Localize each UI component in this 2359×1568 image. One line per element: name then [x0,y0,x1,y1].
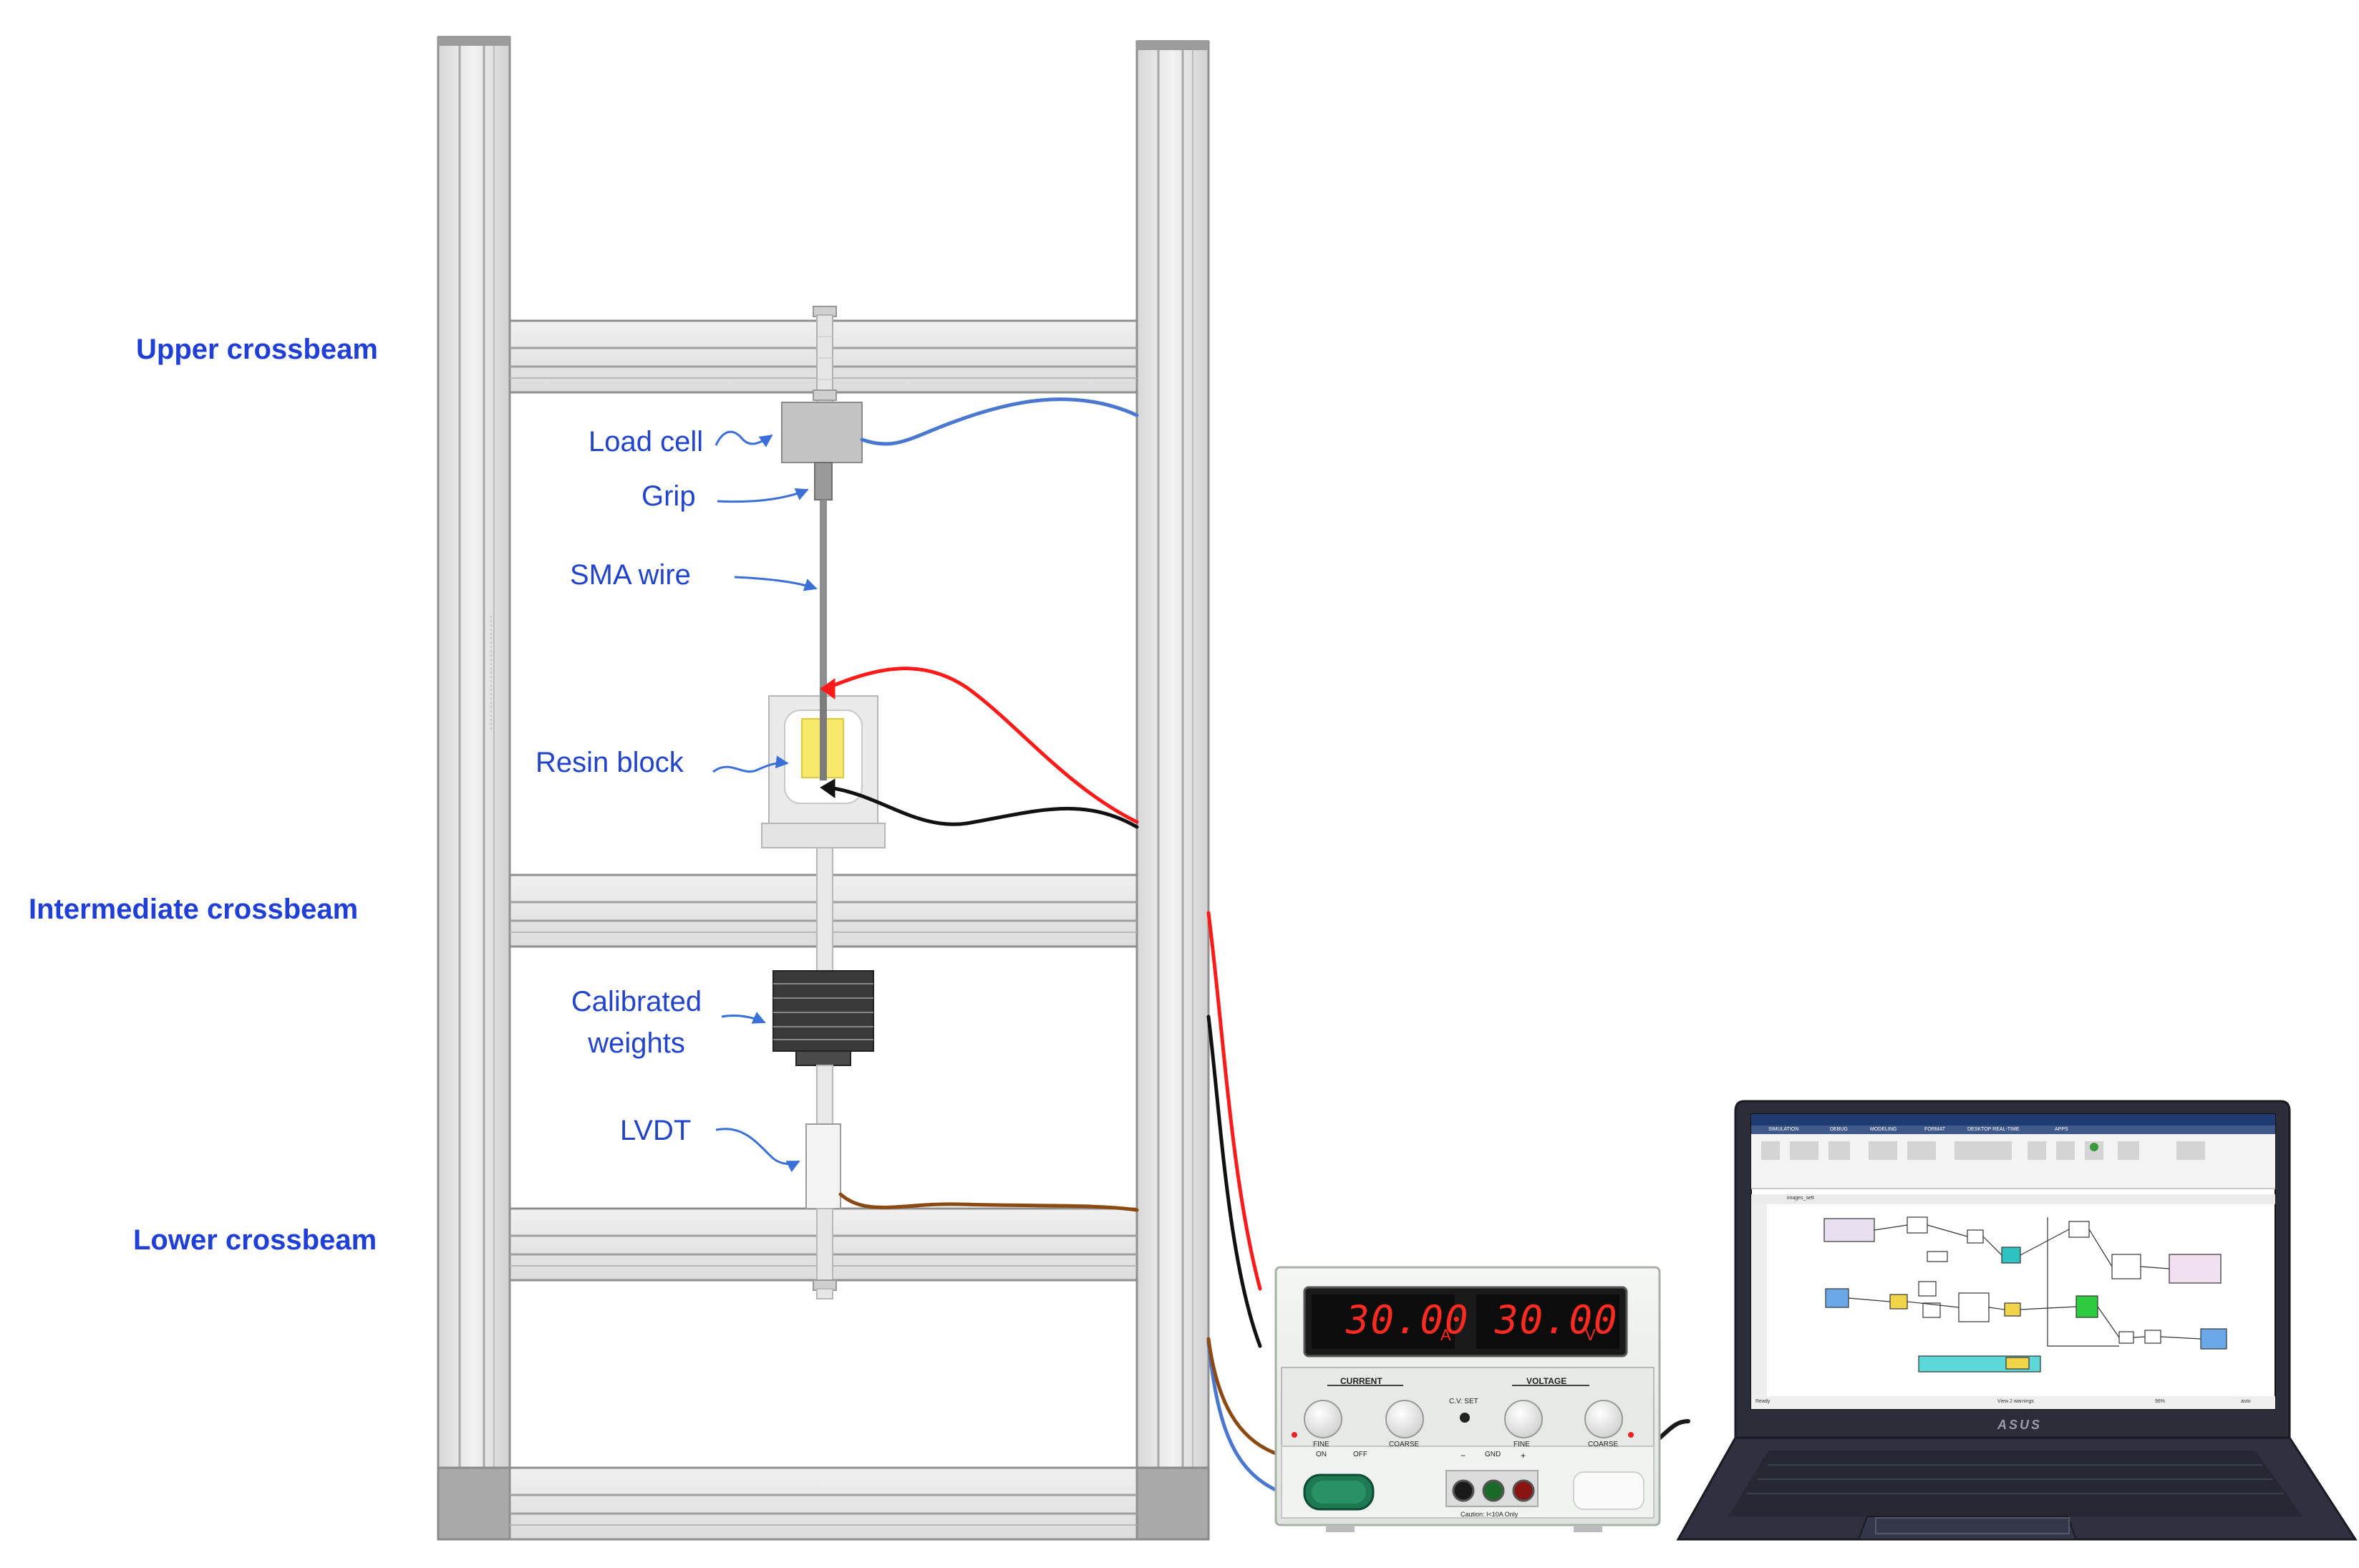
tab-modeling[interactable]: MODELING [1870,1127,1897,1132]
lvdt [805,1123,841,1209]
current-display: 30.00 [1346,1297,1470,1342]
knob-icon[interactable] [1584,1400,1623,1438]
current-fine-label: FINE [1313,1441,1329,1448]
terminal-icon[interactable] [1482,1479,1505,1502]
off-label: OFF [1353,1451,1367,1458]
lower-threaded-rod [816,1208,833,1281]
red-wire [827,667,1139,824]
middle-threaded-rod [816,847,833,972]
terminal-icon[interactable] [1512,1479,1535,1502]
tab-desktop-real-time[interactable]: DESKTOP REAL-TIME [1967,1127,2020,1132]
arrow-icon [715,430,773,447]
tab-apps[interactable]: APPS [2055,1127,2068,1132]
current-unit: A [1440,1326,1451,1344]
right-foot [1135,1466,1210,1541]
minus-label: − [1461,1451,1466,1461]
red-wire-out [1206,911,1262,1291]
status-ready: Ready [1755,1399,1771,1404]
on-label: ON [1316,1451,1327,1458]
intermediate-crossbeam-label: Intermediate crossbeam [29,894,359,925]
plus-label: + [1521,1451,1526,1461]
status-warnings: View 2 warnings [1997,1399,2034,1404]
base-beam [508,1466,1138,1541]
lvdt-label: LVDT [620,1115,692,1146]
upper-crossbeam-label: Upper crossbeam [136,334,378,365]
sma-wire-label: SMA wire [570,559,691,591]
voltage-fine-label: FINE [1513,1441,1530,1448]
status-zoom: 96% [2155,1399,2166,1404]
knob-icon[interactable] [1385,1400,1424,1438]
power-supply [1274,1266,1661,1532]
right-column [1135,40,1210,1541]
tab-format[interactable]: FORMAT [1924,1127,1946,1132]
sma-wire [820,500,827,687]
specimen-assembly [761,306,886,1300]
load-cell-label: Load cell [588,426,704,458]
black-wire-out [1206,1015,1262,1348]
simulink-model [1823,1216,2227,1373]
arrow-icon [717,488,809,503]
grip [814,462,833,500]
calibrated-weights [772,970,874,1066]
left-column [437,36,511,1541]
current-coarse-label: COARSE [1389,1441,1420,1448]
laptop-brand-logo: ASUS [1997,1418,2043,1432]
upper-threaded-rod [816,314,833,403]
calibrated-weights-label: Calibrated weights [561,981,712,1064]
voltage-coarse-label: COARSE [1588,1441,1619,1448]
black-wire [827,785,1139,829]
left-foot [437,1466,511,1541]
arrow-icon [734,576,818,591]
resin-block-label: Resin block [536,747,684,778]
load-cell-cable-out [1206,1340,1277,1491]
load-cell-cable [860,397,1139,446]
tab-simulation[interactable]: SIMULATION [1768,1127,1799,1132]
tab-debug[interactable]: DEBUG [1830,1127,1848,1132]
arrow-icon [712,755,789,773]
cv-set-label: C.V. SET [1449,1398,1478,1405]
pointer-arrows [712,430,818,1173]
gnd-label: GND [1485,1451,1501,1458]
grip-label: Grip [641,480,696,512]
calibrated-weights-label-line2: weights [588,1027,685,1059]
lvdt-cable-out [1206,1337,1278,1456]
wires [820,397,1690,1491]
current-header: CURRENT [1340,1376,1382,1386]
laptop [1676,1100,2358,1541]
arrow-icon [721,1012,766,1024]
knob-icon[interactable] [1504,1400,1543,1438]
calibrated-weights-label-line1: Calibrated [571,986,702,1017]
load-cell [781,402,863,463]
model-name: images_sett [1787,1196,1814,1201]
laptop-tab-bar: SIMULATION DEBUG MODELING FORMAT DESKTOP… [1768,1126,2270,1134]
voltage-display: 30.00 [1495,1297,1619,1342]
lvdt-cable [838,1192,1139,1212]
voltage-unit: V [1585,1326,1596,1344]
knob-icon[interactable] [1304,1400,1342,1438]
terminal-icon[interactable] [1452,1479,1475,1502]
caution-label: Caution: I<10A Only [1461,1511,1518,1518]
lower-crossbeam-label: Lower crossbeam [133,1224,377,1256]
arrow-icon [715,1128,800,1173]
status-solver: auto [2241,1399,2251,1404]
voltage-header: VOLTAGE [1526,1376,1567,1386]
